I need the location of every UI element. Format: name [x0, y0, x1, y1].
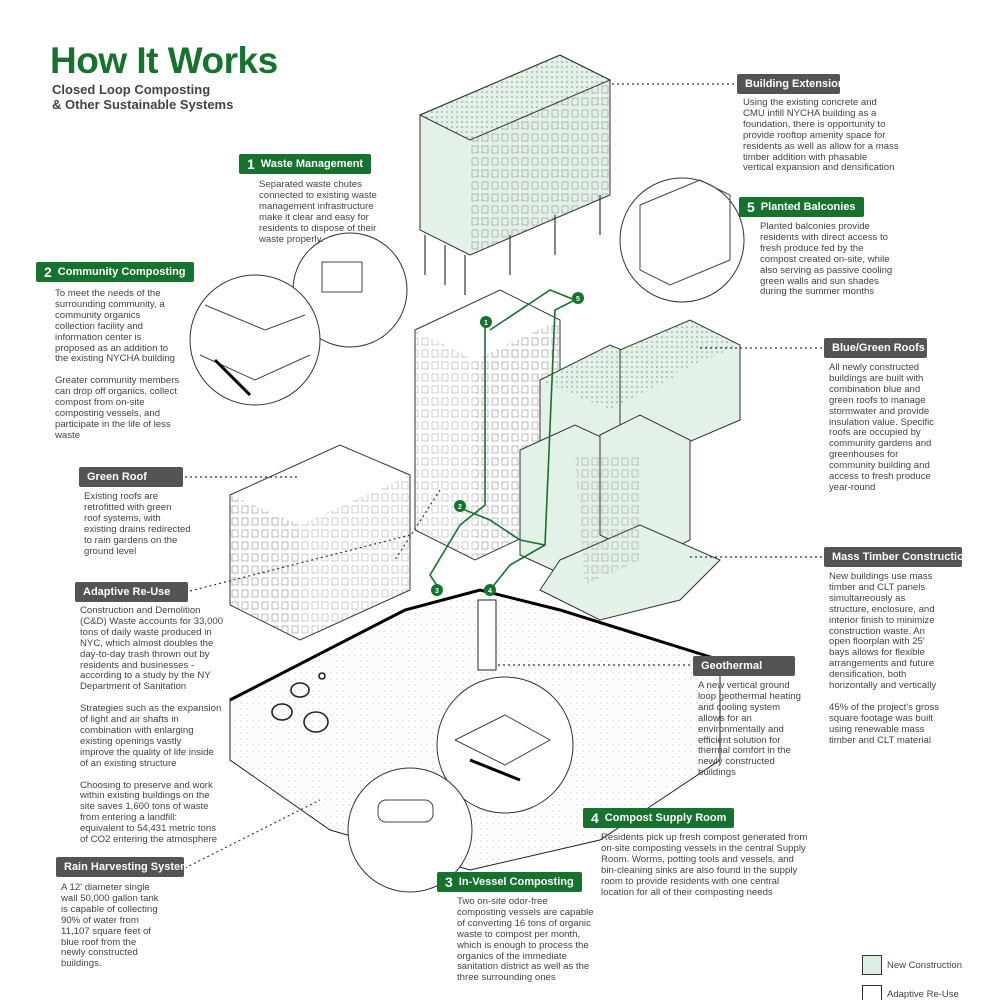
rain-harvesting-label: Rain Harvesting System: [56, 857, 190, 877]
marker-4: 4: [488, 588, 492, 595]
legend-new-construction: New Construction: [887, 960, 962, 971]
mass-timber-text: New buildings use mass timber and CLT pa…: [829, 571, 940, 746]
detail-circle-sketches: [199, 179, 731, 823]
leader-lines: [184, 83, 822, 869]
legend-adaptive-reuse: Adaptive Re-Use: [887, 989, 959, 1000]
page-title: How It Works: [50, 40, 278, 81]
waste-management-title: Waste Management: [260, 158, 364, 170]
building-extension-block: [418, 54, 612, 295]
compost-supply-room-title: Compost Supply Room: [604, 812, 727, 824]
mass-timber-title: Mass Timber Construction: [832, 551, 971, 563]
marker-1: 1: [484, 320, 488, 327]
planted-balconies-number: 5: [747, 199, 755, 215]
compost-route: [429, 289, 577, 591]
community-composting-number: 2: [44, 264, 52, 280]
green-roof-text: Existing roofs are retrofitted with gree…: [84, 491, 191, 557]
in-vessel-composting-label: 3 In-Vessel Composting: [437, 872, 582, 892]
green-roof-label: Green Roof: [79, 467, 183, 487]
rain-harvesting-text: A 12' diameter single wall 50,000 gallon…: [61, 882, 159, 970]
marker-3: 3: [435, 588, 439, 595]
marker-5: 5: [576, 296, 580, 303]
legend-swatch-new-construction: [862, 955, 882, 975]
adaptive-reuse-text: Construction and Demolition (C&D) Waste …: [80, 605, 224, 846]
waste-management-number: 1: [247, 156, 255, 172]
in-vessel-composting-title: In-Vessel Composting: [458, 876, 574, 888]
community-composting-title: Community Composting: [57, 266, 186, 278]
geothermal-text: A new vertical ground loop geothermal he…: [698, 680, 801, 779]
in-vessel-composting-text: Two on-site odor-free composting vessels…: [457, 896, 594, 984]
blue-green-roofs-label: Blue/Green Roofs: [824, 338, 927, 358]
geothermal-title: Geothermal: [701, 660, 763, 672]
compost-supply-room-label: 4 Compost Supply Room: [583, 808, 735, 828]
page-subtitle: Closed Loop Composting & Other Sustainab…: [52, 82, 234, 112]
building-extension-label: Building Extension: [737, 74, 845, 94]
green-roof-title: Green Roof: [87, 471, 147, 483]
mass-timber-label: Mass Timber Construction: [824, 547, 971, 567]
waste-management-text: Separated waste chutes connected to exis…: [259, 179, 377, 245]
community-composting-text: To meet the needs of the surrounding com…: [55, 288, 180, 441]
planted-balconies-text: Planted balconies provide residents with…: [760, 221, 893, 298]
marker-2: 2: [458, 504, 462, 511]
legend-swatch-adaptive-reuse: [862, 985, 882, 1000]
waste-management-label: 1 Waste Management: [239, 154, 372, 174]
building-extension-title: Building Extension: [745, 78, 845, 90]
adaptive-reuse-label: Adaptive Re-Use: [75, 582, 188, 602]
building-extension-text: Using the existing concrete and CMU infi…: [743, 97, 899, 174]
planted-balconies-title: Planted Balconies: [760, 201, 856, 213]
detail-circles: [189, 177, 745, 893]
geothermal-label: Geothermal: [693, 656, 795, 676]
in-vessel-composting-number: 3: [445, 874, 453, 890]
blue-green-roofs-title: Blue/Green Roofs: [832, 342, 925, 354]
rain-harvesting-title: Rain Harvesting System: [64, 861, 190, 873]
community-composting-label: 2 Community Composting: [36, 262, 194, 282]
existing-left-building: [229, 444, 411, 641]
compost-supply-room-number: 4: [591, 810, 599, 826]
adaptive-reuse-title: Adaptive Re-Use: [83, 586, 171, 598]
planted-balconies-label: 5 Planted Balconies: [739, 197, 864, 217]
compost-supply-room-text: Residents pick up fresh compost generate…: [601, 832, 808, 898]
new-construction-cluster: [519, 319, 741, 621]
blue-green-roofs-text: All newly constructed buildings are buil…: [829, 362, 935, 493]
diagram-markers: 1 2 3 4 5: [431, 292, 584, 596]
